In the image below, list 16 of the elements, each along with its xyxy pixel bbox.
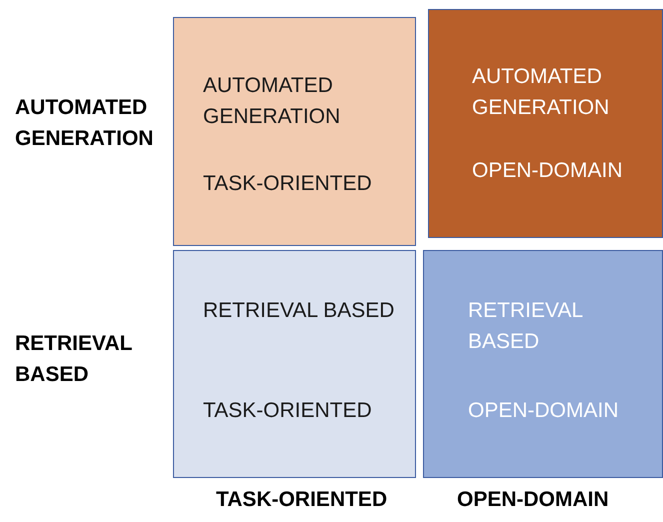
row-header: RETRIEVAL BASED — [15, 331, 134, 388]
quadrant-subtitle: OPEN-DOMAIN — [472, 158, 624, 184]
quadrant-subtitle: TASK-ORIENTED — [203, 398, 373, 424]
quadrant-subtitle: OPEN-DOMAIN — [468, 398, 620, 424]
quadrant-title: AUTOMATED GENERATION — [472, 64, 610, 121]
quadrant-title: AUTOMATED GENERATION — [203, 73, 342, 130]
quadrant-box — [173, 250, 416, 478]
quadrant-title: RETRIEVAL BASED — [468, 298, 584, 355]
quadrant-subtitle: TASK-ORIENTED — [203, 171, 373, 197]
quadrant-box — [428, 9, 663, 238]
column-header: TASK-ORIENTED — [216, 487, 388, 513]
quadrant-box — [423, 250, 663, 478]
quadrant-box — [173, 17, 416, 246]
column-header: OPEN-DOMAIN — [457, 487, 610, 513]
quadrant-title: RETRIEVAL BASED — [203, 298, 396, 324]
row-header: AUTOMATED GENERATION — [15, 95, 154, 152]
